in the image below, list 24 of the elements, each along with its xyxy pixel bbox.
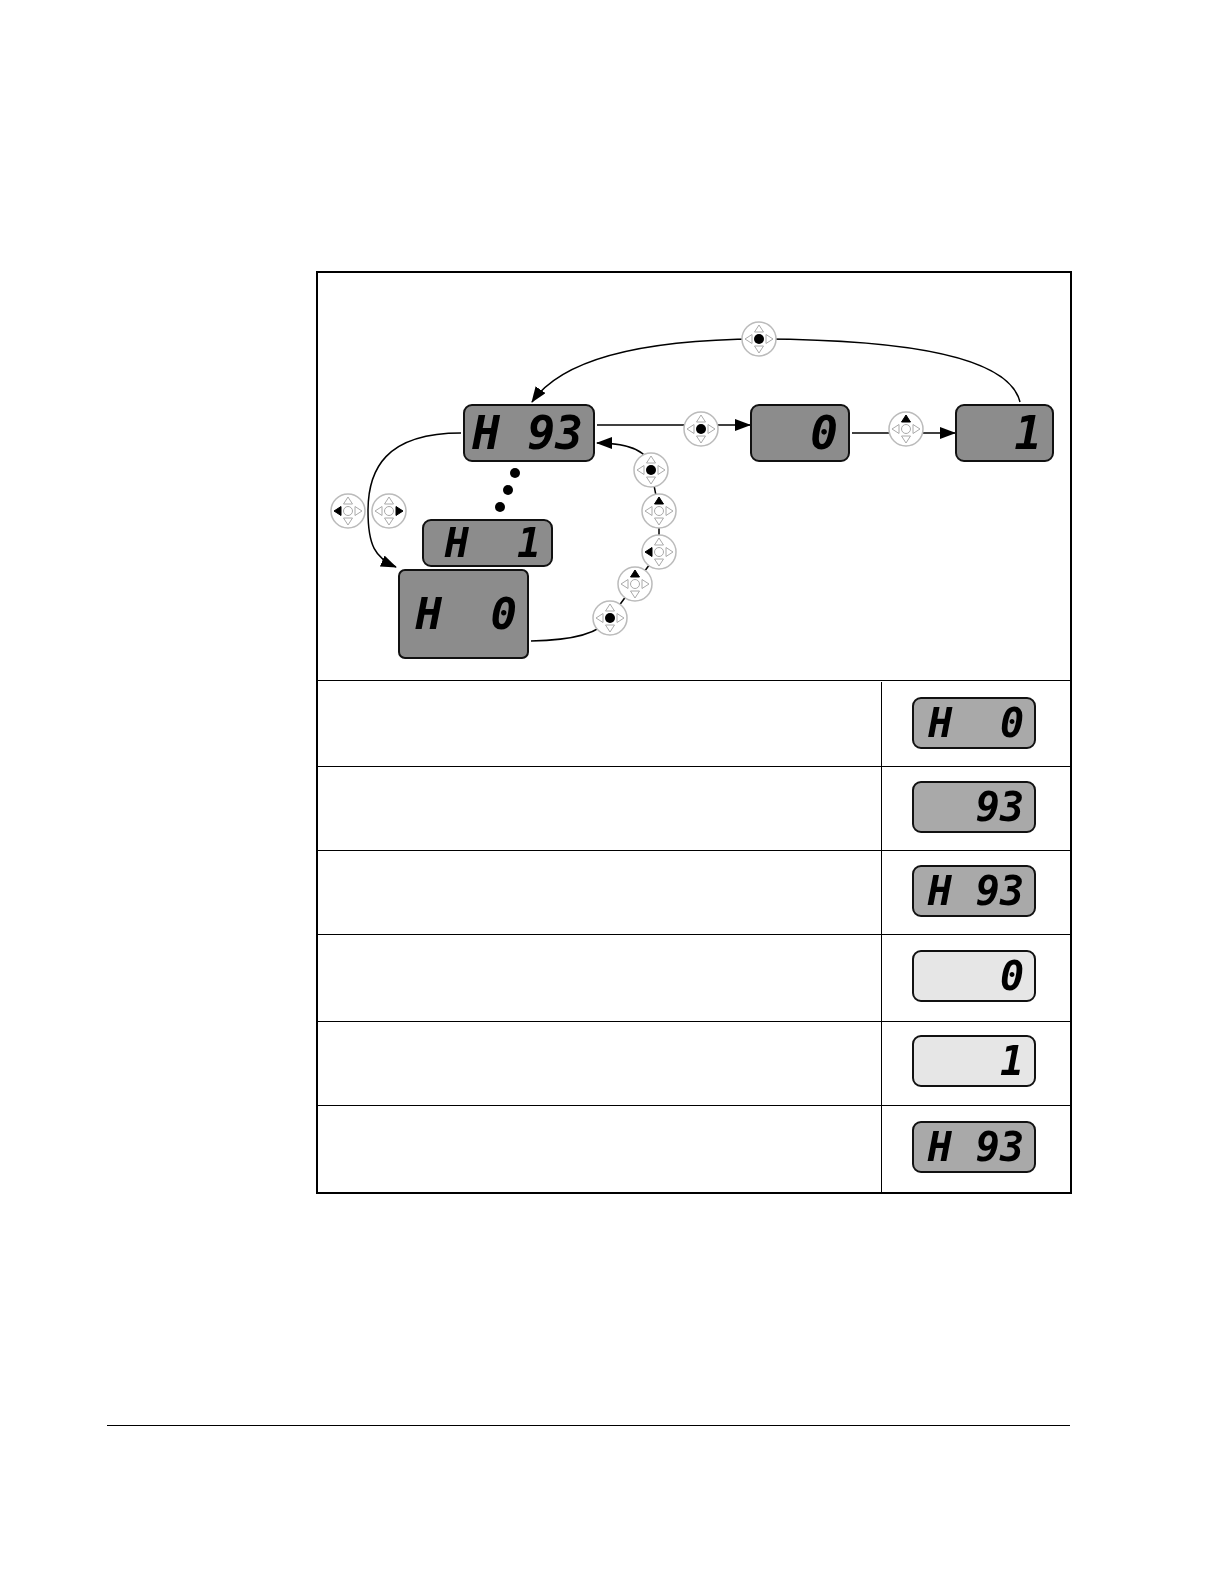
display-readout: H 93 [927,1127,1024,1167]
display-readout: H 0 [415,592,517,636]
lcd-display [912,697,1036,749]
lcd-display [422,519,553,567]
display-readout: H 93 [927,871,1024,911]
display-readout: H 93 [472,410,583,456]
lcd-display [463,404,595,462]
lcd-display [912,1035,1036,1087]
display-readout: 1 [999,1041,1024,1081]
lcd-display [912,1121,1036,1173]
lcd-display [912,781,1036,833]
display-readout: 0 [810,410,838,456]
display-readout: 93 [975,787,1024,827]
lcd-display [955,404,1054,462]
lcd-display [750,404,850,462]
arrow [367,432,462,568]
lcd-display [912,950,1036,1002]
lcd-display [912,865,1036,917]
display-readout: 0 [999,956,1024,996]
arrow [531,338,1021,403]
display-readout: 1 [1014,410,1042,456]
display-readout: H 0 [928,703,1024,743]
lcd-display [398,569,529,659]
display-readout: H 1 [444,523,541,563]
